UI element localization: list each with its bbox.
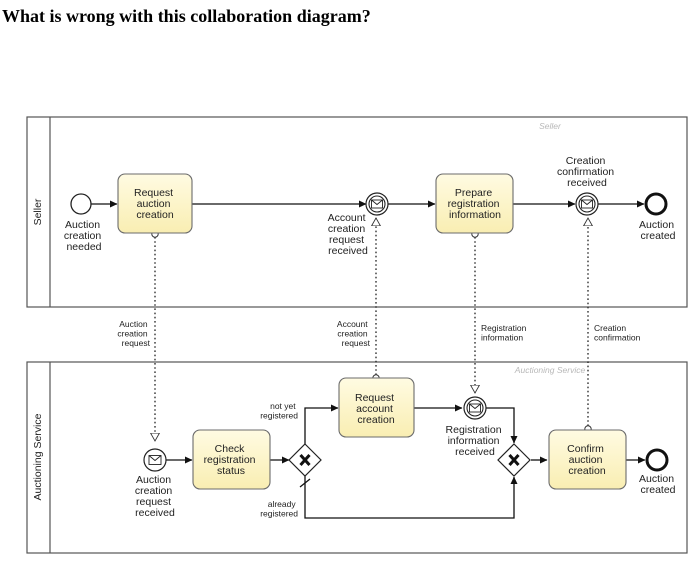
flow-already-registered-label: already registered (260, 499, 298, 519)
svg-text:Check registration: Check registration status (204, 443, 259, 477)
account-request-received-label: Account creation request received (328, 212, 369, 257)
registration-received-label: Registration information received (446, 424, 505, 458)
x-icon (508, 453, 520, 467)
intermediate-catch-message-event-confirmation[interactable] (575, 192, 599, 216)
message-flows (155, 218, 588, 441)
svg-text:Confirm auction cr: Confirm auction creation (567, 443, 607, 477)
task-check-registration-status[interactable]: Check registration status (192, 429, 271, 490)
task-request-account-creation[interactable]: Request account creation (338, 377, 415, 438)
intermediate-catch-message-event-registration[interactable] (463, 396, 487, 420)
service-sequence-flows (166, 404, 646, 519)
msg-registration-information-label: Registration information (481, 323, 529, 343)
envelope-icon (581, 199, 593, 209)
exclusive-gateway-split[interactable] (288, 443, 322, 477)
auctioning-service-pool-label: Auctioning Service (32, 413, 44, 500)
svg-text:Request account cr: Request account creation (355, 392, 397, 426)
service-start-event-label: Auction creation request received (135, 474, 175, 519)
service-start-message-event[interactable] (143, 448, 167, 472)
msg-auction-creation-request-label: Auction creation request (117, 319, 150, 348)
task-prepare-registration-information[interactable]: Prepare registration information (435, 173, 514, 234)
svg-text:Prepare registration: Prepare registration information (448, 187, 503, 221)
seller-start-event-label: Auction creation needed (64, 219, 104, 253)
flow-not-yet-registered-label: not yet registered (260, 401, 298, 421)
seller-end-event[interactable] (644, 192, 668, 216)
envelope-icon (148, 455, 162, 465)
envelope-icon (371, 199, 383, 209)
intermediate-catch-message-event-account[interactable] (365, 192, 389, 216)
seller-pool-label: Seller (32, 198, 44, 225)
service-end-event-label: Auction created (639, 473, 677, 496)
seller-watermark: Seller (539, 121, 562, 131)
seller-start-event[interactable] (70, 193, 92, 215)
task-request-auction-creation[interactable]: Request auction creation (117, 173, 193, 234)
msg-creation-confirmation-label: Creation confirmation (594, 323, 641, 343)
service-end-event[interactable] (645, 448, 669, 472)
envelope-icon (469, 403, 481, 413)
seller-end-event-label: Auction created (639, 219, 677, 242)
exclusive-gateway-merge[interactable] (497, 443, 531, 477)
task-confirm-auction-creation[interactable]: Confirm auction creation (548, 429, 627, 490)
msg-account-creation-request-label: Account creation request (337, 319, 371, 348)
svg-text:Request auction cr: Request auction creation (134, 187, 176, 221)
creation-confirmation-received-label: Creation confirmation received (557, 155, 617, 189)
x-icon (299, 453, 311, 467)
question-heading: What is wrong with this collaboration di… (2, 6, 371, 26)
auctioning-service-watermark: Auctioning Service (514, 365, 586, 375)
